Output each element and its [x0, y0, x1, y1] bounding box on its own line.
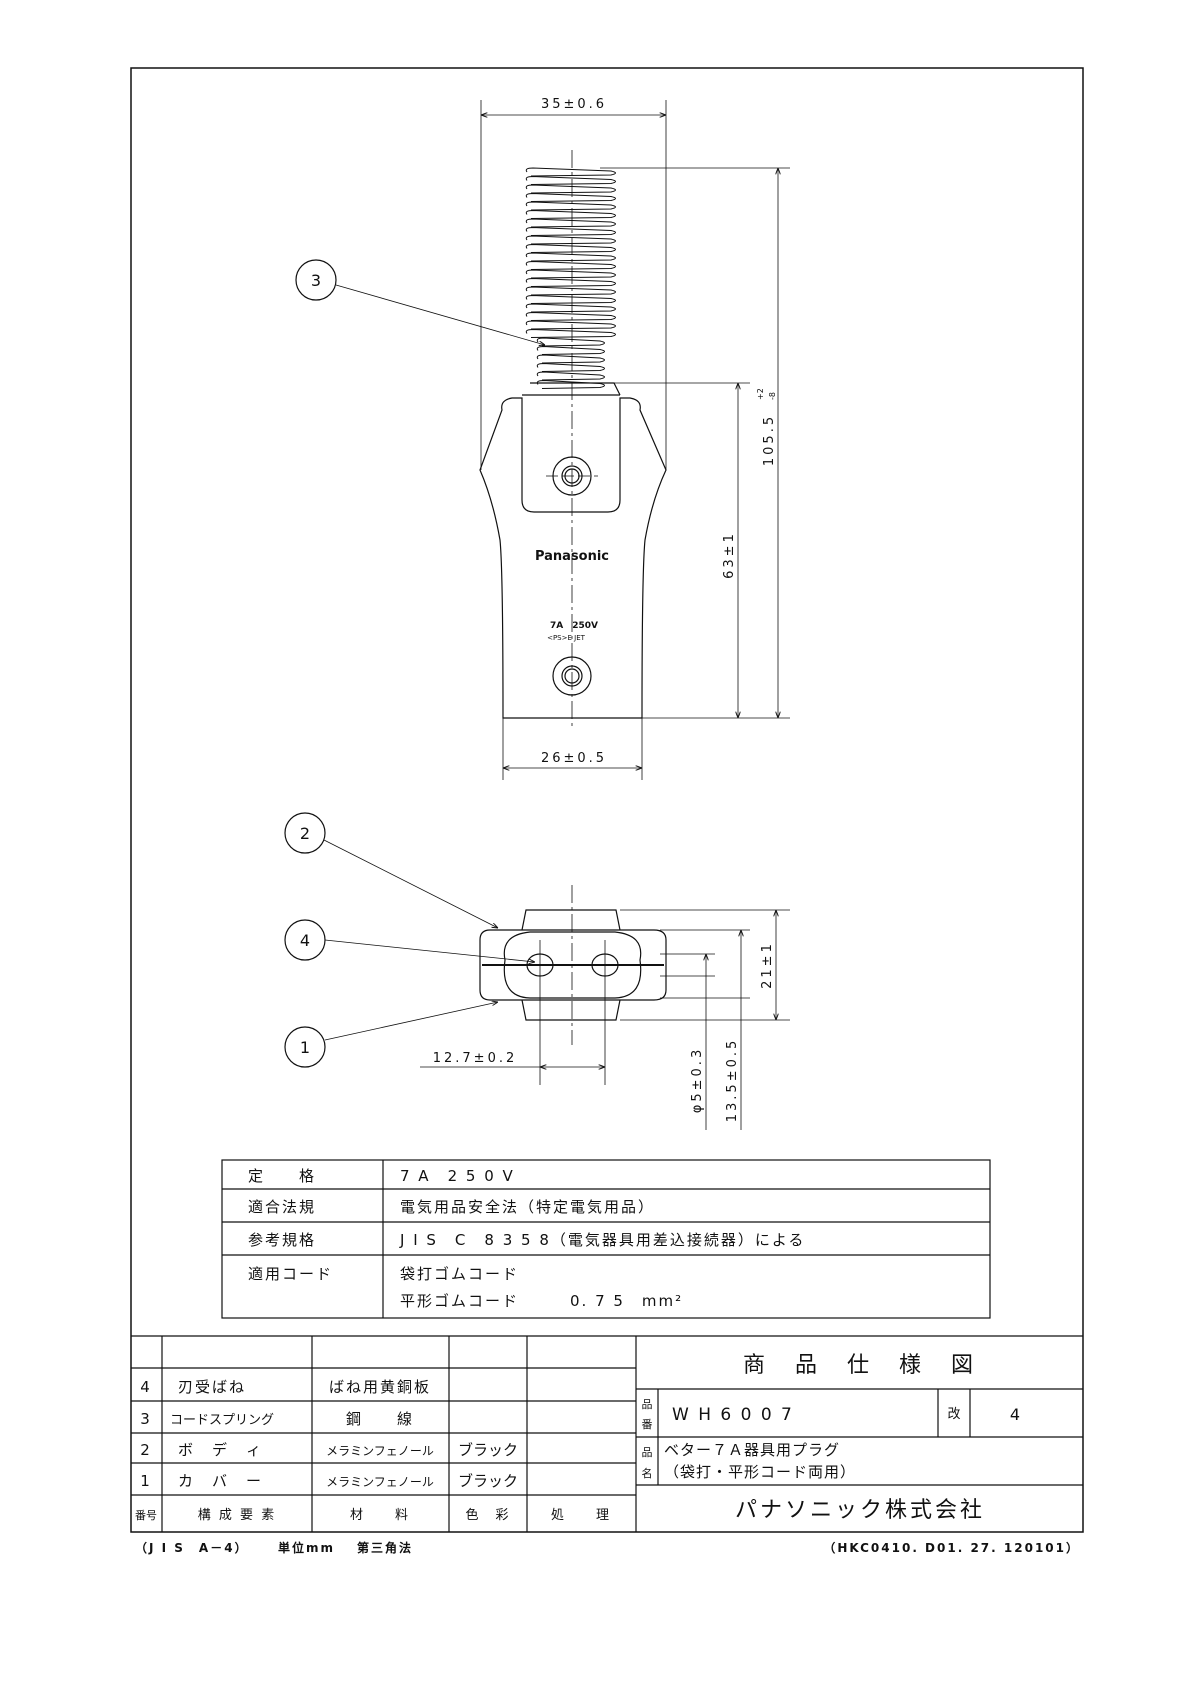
- dim-hole-dia: φ5±0.3: [690, 1047, 705, 1113]
- part-no: 4: [140, 1378, 152, 1396]
- part-name: ボ デ ィ: [178, 1441, 263, 1459]
- spring-coil: [536, 354, 605, 364]
- part-no-label: 品: [642, 1398, 653, 1411]
- spring-coil: [525, 218, 616, 228]
- spring-coil: [525, 269, 616, 279]
- bottom-view: [284, 812, 790, 1130]
- spring-coil: [536, 379, 605, 389]
- unit: 単位mm: [278, 1540, 335, 1555]
- part-number: W H 6 0 0 7: [672, 1405, 794, 1425]
- body-cert: <PS>E JET: [547, 634, 586, 642]
- part-no-label: 番: [642, 1418, 653, 1431]
- spring-coil: [525, 320, 616, 330]
- header-treatment: 処 理: [551, 1508, 611, 1523]
- title-block: [131, 1335, 1083, 1532]
- spec-table: [221, 1159, 991, 1319]
- spec-label: 参考規格: [248, 1231, 316, 1249]
- spring-coil: [525, 328, 616, 338]
- product-name: ベター７Ａ器具用プラグ: [664, 1441, 840, 1459]
- part-material: 鋼 線: [346, 1410, 414, 1428]
- body-rating: 7A 250V: [550, 621, 598, 631]
- spring-coil: [525, 167, 616, 177]
- revision-number: 4: [1010, 1405, 1020, 1424]
- spring-coil: [525, 201, 616, 211]
- dim-total-height: 105.5: [762, 414, 777, 466]
- product-name-label: 品: [642, 1446, 653, 1459]
- spec-value: 袋打ゴムコード: [400, 1265, 519, 1283]
- company-name: パナソニック株式会社: [735, 1498, 985, 1523]
- callout-1: 1: [300, 1038, 310, 1057]
- spring-coil: [536, 345, 605, 355]
- part-name: カ バ ー: [178, 1472, 263, 1490]
- part-material: メラミンフェノール: [326, 1444, 434, 1458]
- header-material: 材 料: [350, 1508, 410, 1523]
- spring-coil: [525, 175, 616, 185]
- spec-label: 適用コード: [248, 1265, 333, 1283]
- spring-coil: [525, 235, 616, 245]
- spring-coil: [536, 337, 605, 347]
- spec-value: 7 A 2 5 0 V: [400, 1167, 515, 1185]
- document-code: （HKC0410. D01. 27. 120101）: [823, 1540, 1080, 1555]
- dim-body-height: 63±1: [722, 531, 737, 579]
- part-no: 2: [140, 1441, 152, 1459]
- spec-value: J I S C 8 3 5 8（電気器具用差込接続器）による: [399, 1231, 805, 1249]
- product-name-sub: （袋打・平形コード両用）: [664, 1463, 856, 1481]
- dim-pin-offset: 13.5±0.5: [725, 1038, 740, 1123]
- drawing-frame: [130, 67, 1084, 1533]
- drawing-title: 商 品 仕 様 図: [743, 1353, 977, 1378]
- projection: 第三角法: [357, 1540, 413, 1555]
- spring-coil: [525, 209, 616, 219]
- parts-rows: 4 刃受ばね ばね用黄銅板 3 コードスプリング 鋼 線 2 ボ デ ィ メラミ…: [135, 1378, 611, 1523]
- part-color: ブラック: [458, 1472, 518, 1490]
- revision-label: 改: [947, 1407, 960, 1422]
- spring-coil: [525, 294, 616, 304]
- spring-coil: [525, 184, 616, 194]
- spring-coil: [525, 252, 616, 262]
- part-material: メラミンフェノール: [326, 1475, 434, 1489]
- spec-label: 適合法規: [248, 1198, 316, 1216]
- callout-4: 4: [300, 931, 310, 950]
- brand-logo: Panasonic: [535, 549, 609, 564]
- dim-tol-plus: +2: [756, 388, 765, 400]
- spring-coil: [525, 286, 616, 296]
- spring-coil: [525, 260, 616, 270]
- spring-coil: [525, 303, 616, 313]
- spec-value: 電気用品安全法（特定電気用品）: [400, 1198, 655, 1216]
- part-no: 3: [140, 1410, 152, 1428]
- dim-tol-minus: -8: [768, 392, 777, 400]
- header-color: 色 彩: [465, 1507, 510, 1523]
- dim-depth: 21±1: [760, 941, 775, 989]
- spring-coil: [525, 277, 616, 287]
- part-color: ブラック: [458, 1441, 518, 1459]
- spec-label: 定 格: [248, 1167, 316, 1185]
- spec-value-2: 平形ゴムコード 0. 7 5 mm²: [400, 1292, 683, 1310]
- part-name: コードスプリング: [170, 1413, 274, 1428]
- spring-coil: [536, 362, 605, 372]
- spring-coil: [525, 192, 616, 202]
- spring-coil: [525, 311, 616, 321]
- spring-coil: [525, 226, 616, 236]
- spring-coil: [536, 371, 605, 381]
- spring-coil: [525, 243, 616, 253]
- callout-2: 2: [300, 824, 310, 843]
- callout-3: 3: [311, 271, 321, 290]
- header-no: 番号: [135, 1509, 157, 1522]
- cord-spring: [525, 167, 616, 389]
- dim-body-width: 26±0.5: [541, 751, 607, 766]
- dim-width-top: 35±0.6: [541, 97, 607, 112]
- header-name: 構 成 要 素: [198, 1508, 276, 1523]
- paper-size: （J I S A－4）: [135, 1540, 249, 1555]
- part-no: 1: [140, 1472, 152, 1490]
- part-name: 刃受ばね: [178, 1378, 246, 1396]
- part-material: ばね用黄銅板: [329, 1378, 431, 1396]
- dim-pin-pitch: 12.7±0.2: [433, 1051, 518, 1066]
- front-view: [295, 100, 790, 780]
- product-name-label: 名: [642, 1466, 653, 1480]
